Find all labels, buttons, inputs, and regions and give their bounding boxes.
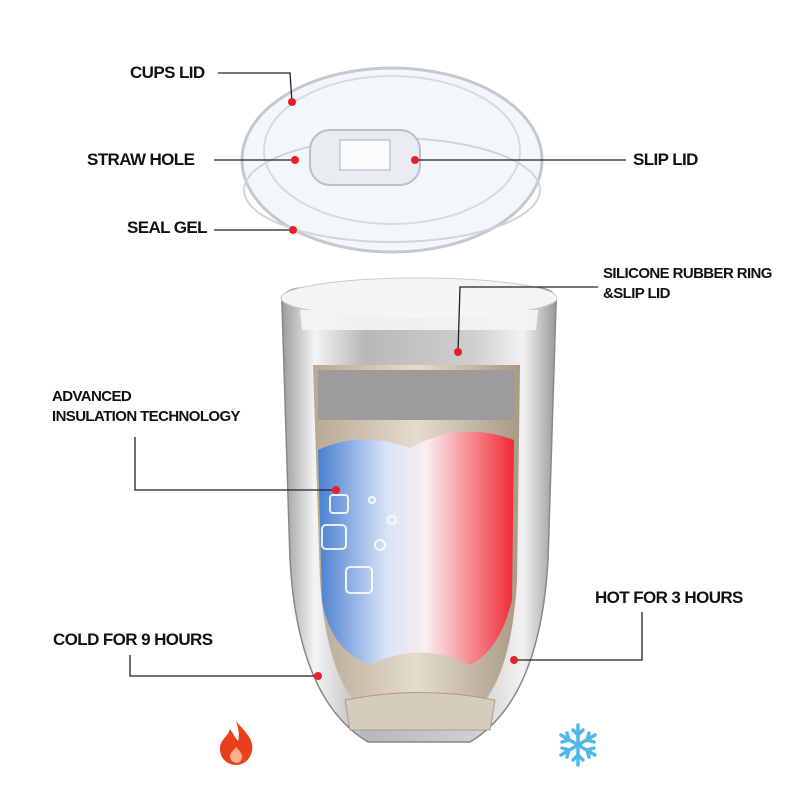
label-hot: HOT FOR 3 HOURS [595,588,743,607]
label-silicone-ring: SILICONE RUBBER RING &SLIP LID [603,264,772,304]
flame-icon [220,721,253,765]
callout-dots [288,98,518,680]
leader-lines [129,72,643,677]
label-insulation-line1: ADVANCED [52,388,132,405]
tumbler-body [280,277,558,743]
label-cups-lid: CUPS LID [130,63,205,82]
label-insulation: ADVANCED INSULATION TECHNOLOGY [52,387,241,427]
label-seal-gel: SEAL GEL [127,218,208,237]
label-straw-hole: STRAW HOLE [87,150,195,169]
label-silicone-line1: SILICONE RUBBER RING [603,265,772,282]
snowflake-icon [559,723,597,767]
label-silicone-line2: &SLIP LID [603,285,670,302]
label-insulation-line2: INSULATION TECHNOLOGY [52,408,241,425]
label-cold: COLD FOR 9 HOURS [53,630,213,649]
label-slip-lid: SLIP LID [633,150,698,169]
cups-lid [240,66,544,254]
